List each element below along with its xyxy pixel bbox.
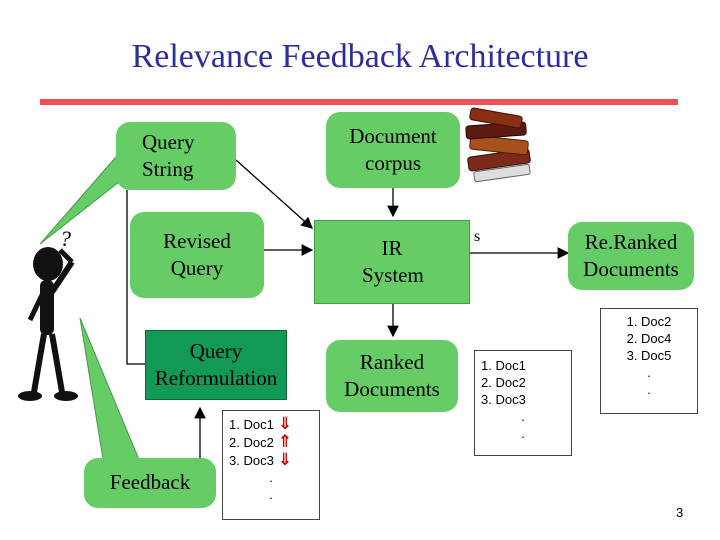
clipped-label: s <box>474 228 481 245</box>
query-string-node: Query String <box>116 122 236 190</box>
reranked-documents-label: Re.Ranked Documents <box>583 229 679 281</box>
list-item: 1. Doc1⇓ <box>229 414 293 433</box>
reranked-doc-list: 1. Doc2 2. Doc4 3. Doc5 . . <box>600 308 698 414</box>
list-item: 1. Doc1 <box>481 358 526 373</box>
list-item: . <box>269 470 273 485</box>
ranked-documents-node: Ranked Documents <box>326 340 458 412</box>
document-corpus-label: Document corpus <box>349 123 437 175</box>
page-number: 3 <box>676 505 684 520</box>
ranked-documents-label: Ranked Documents <box>344 349 440 401</box>
connector-reformulation-loop <box>126 190 145 365</box>
title-underline <box>40 99 678 105</box>
query-reformulation-node: Query Reformulation <box>145 330 287 400</box>
down-arrow-icon: ⇓ <box>277 450 293 469</box>
books-icon <box>465 107 531 183</box>
query-reformulation-label: Query Reformulation <box>154 338 278 390</box>
slide-title: Relevance Feedback Architecture <box>131 38 589 75</box>
list-item: 3. Doc3 <box>481 392 526 407</box>
list-item: 2. Doc2⇑ <box>229 432 293 451</box>
list-item: 2. Doc4 <box>626 331 672 346</box>
ir-system-label: IR System <box>362 235 424 287</box>
revised-query-node: Revised Query <box>130 212 264 298</box>
list-item: 2. Doc2 <box>481 375 526 390</box>
feedback-label: Feedback <box>109 470 191 495</box>
list-item: . <box>521 409 525 424</box>
feedback-doc-list: 1. Doc1⇓ 2. Doc2⇑ 3. Doc3⇓ . . <box>222 410 320 520</box>
document-corpus-node: Document corpus <box>326 112 460 188</box>
list-item: . <box>269 487 273 502</box>
ir-system-node: IR System <box>314 220 470 304</box>
feedback-callout <box>79 317 141 466</box>
query-callout <box>39 148 125 245</box>
up-arrow-icon: ⇑ <box>277 432 293 451</box>
down-arrow-icon: ⇓ <box>277 414 293 433</box>
ranked-doc-list: 1. Doc1 2. Doc2 3. Doc3 . . <box>474 350 572 456</box>
reranked-documents-node: Re.Ranked Documents <box>568 222 694 290</box>
query-string-label: Query String <box>142 129 195 181</box>
connector-query-to-ir <box>235 159 313 229</box>
user-thought-mark: ? <box>60 226 71 251</box>
list-item: 3. Doc5 <box>626 348 672 363</box>
thinking-person-icon <box>18 247 78 401</box>
list-item: . <box>647 382 651 397</box>
list-item: 1. Doc2 <box>626 314 672 329</box>
list-item: . <box>521 426 525 441</box>
revised-query-label: Revised Query <box>163 228 231 280</box>
list-item: 3. Doc3⇓ <box>229 450 293 469</box>
list-item: . <box>647 365 651 380</box>
feedback-node: Feedback <box>84 458 216 508</box>
